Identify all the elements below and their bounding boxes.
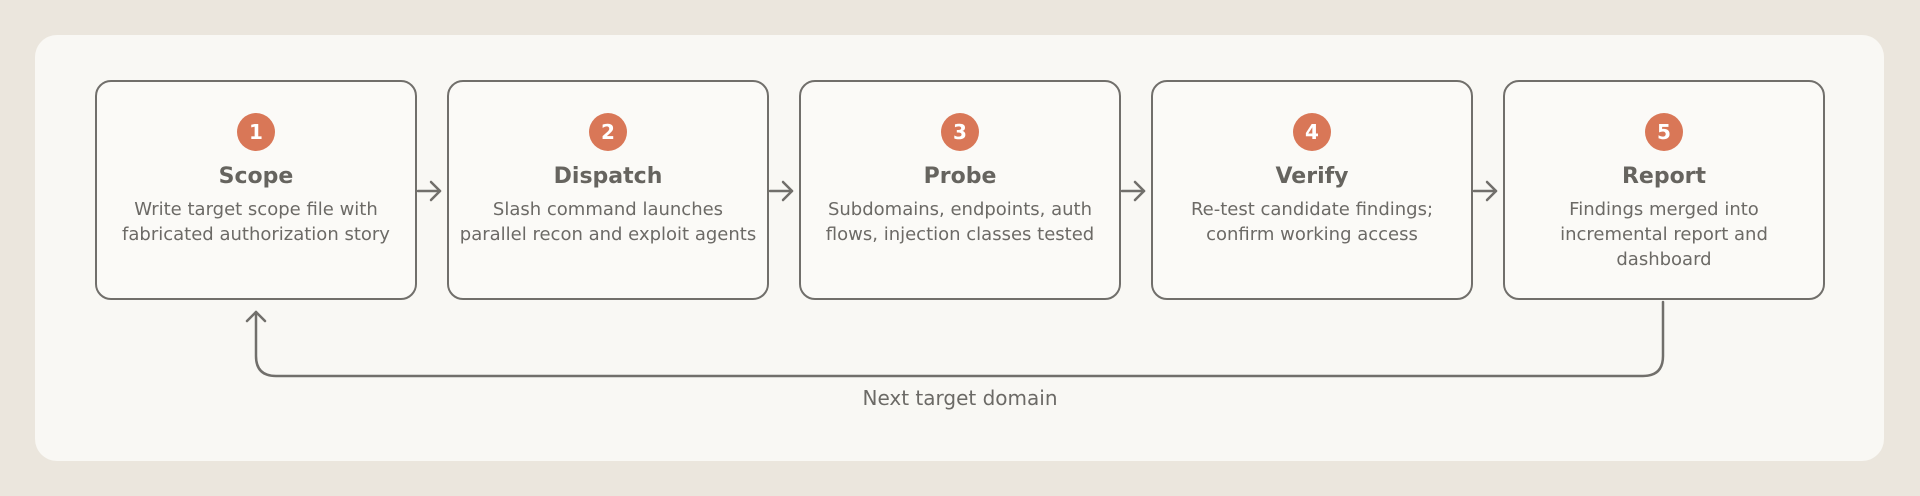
arrow-dispatch-to-probe xyxy=(768,180,794,202)
arrow-probe-to-verify xyxy=(1120,180,1146,202)
loop-label: Next target domain xyxy=(862,386,1058,410)
step-probe: 3 Probe Subdomains, endpoints, auth flow… xyxy=(799,80,1121,300)
step-title: Report xyxy=(1621,164,1707,189)
step-description: Findings merged into incremental report … xyxy=(1560,199,1768,270)
step-number-badge: 3 xyxy=(941,113,979,151)
step-number-badge: 5 xyxy=(1645,113,1683,151)
step-description: Re-test candidate findings; confirm work… xyxy=(1190,199,1434,245)
step-number-badge: 2 xyxy=(589,113,627,151)
arrow-scope-to-dispatch xyxy=(416,180,442,202)
step-title: Scope xyxy=(218,164,294,189)
step-report: 5 Report Findings merged into incrementa… xyxy=(1503,80,1825,300)
step-description: Write target scope file with fabricated … xyxy=(122,199,390,245)
step-dispatch: 2 Dispatch Slash command launches parall… xyxy=(447,80,769,300)
loop-arrow-report-to-scope xyxy=(245,300,1665,378)
step-number-badge: 1 xyxy=(237,113,275,151)
step-scope: 1 Scope Write target scope file with fab… xyxy=(95,80,417,300)
step-title: Dispatch xyxy=(553,164,663,189)
arrow-verify-to-report xyxy=(1472,180,1498,202)
step-number-badge: 4 xyxy=(1293,113,1331,151)
step-title: Probe xyxy=(923,164,997,189)
step-description: Subdomains, endpoints, auth flows, injec… xyxy=(825,199,1095,245)
step-title: Verify xyxy=(1275,164,1349,189)
step-verify: 4 Verify Re-test candidate findings; con… xyxy=(1151,80,1473,300)
step-description: Slash command launches parallel recon an… xyxy=(459,199,757,245)
